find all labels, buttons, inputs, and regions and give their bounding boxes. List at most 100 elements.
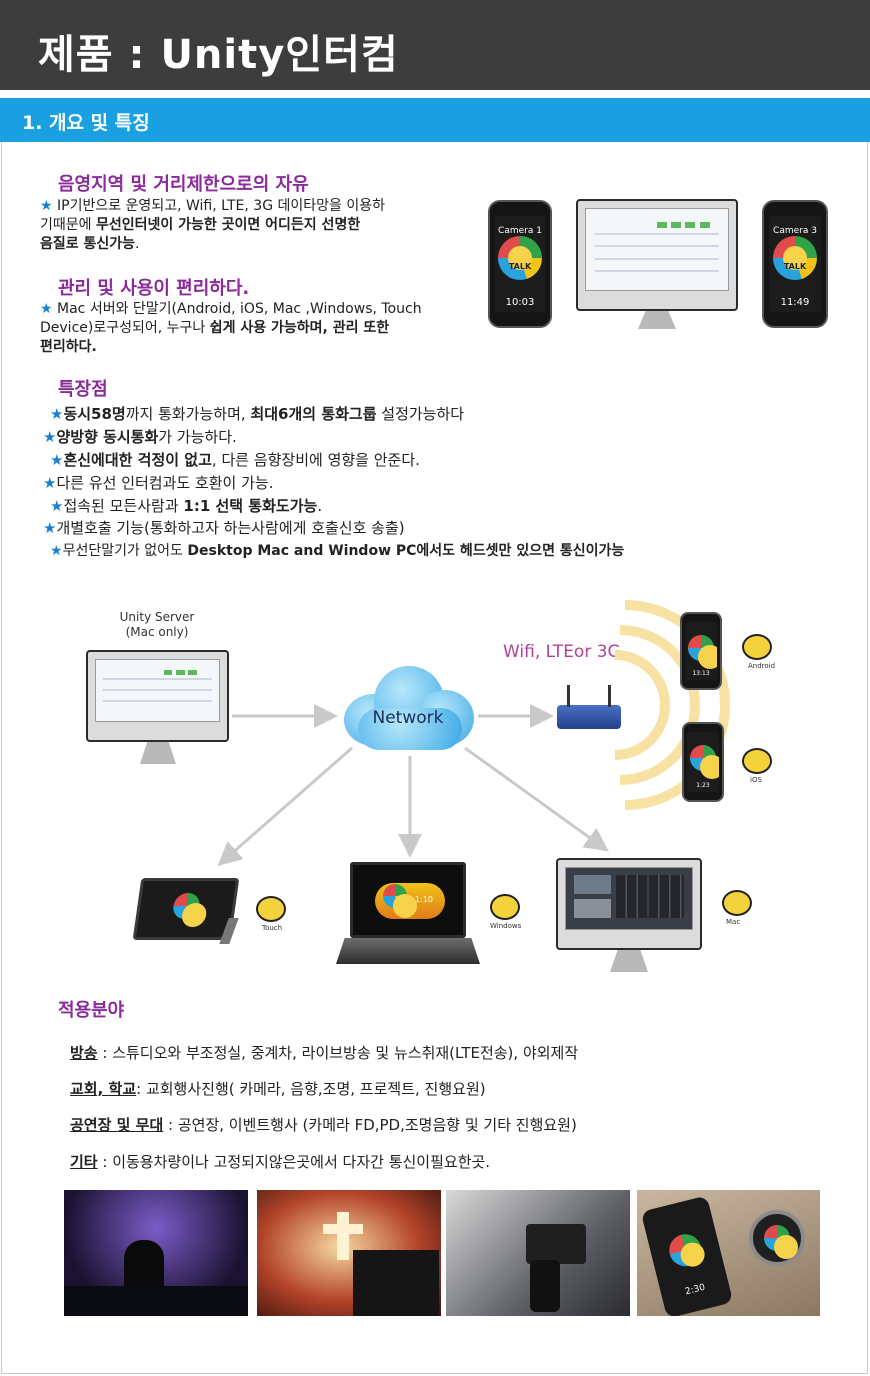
ios-phone-image: 1:23	[682, 722, 724, 802]
text-bold: 1:1 선택 통화도가능	[183, 497, 318, 515]
app-value: : 이동용차량이나 고정되지않은곳에서 다자간 통신이필요한곳.	[97, 1153, 491, 1171]
heading-coverage: 음영지역 및 거리제한으로의 자유	[58, 174, 309, 195]
text-bold: Desktop Mac and Window PC에서도 헤드셋만 있으면 통신…	[187, 543, 625, 559]
text: 기때문에	[40, 217, 96, 233]
network-cloud-icon	[338, 660, 478, 752]
page-title: 제품 : Unity인터컴	[38, 32, 399, 78]
android-phone-image: 13:13	[680, 612, 722, 690]
app-key: 기타	[70, 1153, 98, 1171]
feature-4: ★다른 유선 인터컴과도 호환이 가능.	[43, 473, 274, 493]
app-value: : 공연장, 이벤트행사 (카메라 FD,PD,조명음향 및 기타 진행요원)	[163, 1116, 577, 1134]
photo-phone-watch: 2:30	[637, 1190, 820, 1316]
text: .	[135, 236, 140, 252]
phone-time: 13:13	[692, 670, 710, 677]
app-key: 교회, 학교	[70, 1080, 137, 1098]
text-bold: 혼신에대한 걱정이 없고	[63, 451, 212, 469]
text-bold: 쉽게 사용 가능하며, 관리 또한	[209, 320, 390, 336]
photo-church-stage	[257, 1190, 441, 1316]
laptop-time: 1:10	[415, 895, 433, 904]
text: .	[317, 497, 323, 515]
text: Device)로구성되어, 누구나	[40, 320, 210, 336]
mac-imac-image	[556, 858, 702, 950]
star-icon: ★	[43, 474, 57, 492]
dial-icon	[773, 236, 817, 281]
phone-time: 1:23	[696, 782, 710, 789]
section-title: 1. 개요 및 특징	[22, 112, 150, 134]
monitor-stand	[610, 950, 648, 972]
text-bold: 동시58명	[63, 405, 126, 423]
page-title-bar: 제품 : Unity인터컴	[0, 0, 870, 90]
application-church-school: 교회, 학교: 교회행사진행( 카메라, 음향,조명, 프로젝트, 진행요원)	[70, 1079, 486, 1099]
server-label-line2: (Mac only)	[125, 625, 189, 639]
text: 개별호출 기능(통화하고자 하는사람에게 호출신호 송출)	[56, 519, 405, 537]
star-icon: ★	[50, 405, 64, 423]
star-icon: ★	[50, 451, 64, 469]
server-label-line1: Unity Server	[119, 610, 195, 624]
server-label: Unity Server (Mac only)	[100, 610, 214, 640]
heading-applications: 적용분야	[58, 1000, 125, 1021]
star-icon: ★	[40, 198, 53, 214]
text-bold: 최대6개의 통화그룹	[250, 405, 377, 423]
mac-label: Mac	[726, 918, 741, 926]
application-venue: 공연장 및 무대 : 공연장, 이벤트행사 (카메라 FD,PD,조명음향 및 …	[70, 1115, 577, 1135]
network-label: Network	[372, 708, 444, 728]
monitor-stand	[140, 742, 176, 764]
talk-label: TALK	[783, 262, 807, 271]
watch-image	[749, 1210, 805, 1266]
ios-label: iOS	[750, 776, 762, 784]
star-icon: ★	[40, 301, 53, 317]
text: 무선단말기가 없어도	[62, 543, 188, 559]
text-bold: 양방향 동시통화	[56, 428, 159, 446]
section-title-bar: 1. 개요 및 특징	[0, 98, 870, 142]
arrow-network-mac	[464, 746, 609, 852]
android-headset-icon: Android	[738, 628, 776, 670]
phone-time: 11:49	[780, 297, 810, 308]
dial-icon	[498, 236, 542, 281]
imac-image	[576, 199, 738, 311]
star-icon: ★	[43, 428, 57, 446]
text-bold: 음질로 통신가능	[40, 236, 136, 252]
laptop-base	[336, 938, 480, 964]
monitor-screen	[585, 208, 729, 291]
phone-time: 10:03	[505, 297, 535, 308]
touch-label: Touch	[262, 924, 283, 932]
ios-headset-icon: iOS	[738, 742, 776, 784]
heading-features: 특장점	[58, 379, 108, 400]
text: 설정가능하다	[376, 405, 465, 423]
phone-image-camera3: Camera 3 TALK 11:49	[762, 200, 828, 328]
application-other: 기타 : 이동용차량이나 고정되지않은곳에서 다자간 통신이필요한곳.	[70, 1152, 490, 1172]
feature-5: ★접속된 모든사람과 1:1 선택 통화도가능.	[50, 496, 322, 516]
para-management: ★ Mac 서버와 단말기(Android, iOS, Mac ,Windows…	[40, 300, 480, 357]
text: , 다른 음향장비에 영향을 안준다.	[211, 451, 420, 469]
feature-2: ★양방향 동시통화가 가능하다.	[43, 427, 237, 447]
app-value: : 교회행사진행( 카메라, 음향,조명, 프로젝트, 진행요원)	[136, 1080, 486, 1098]
server-imac-image	[86, 650, 229, 742]
android-label: Android	[748, 662, 776, 670]
photo-concert	[64, 1190, 248, 1316]
text: 접속된 모든사람과	[63, 497, 184, 515]
text-bold: 무선인터넷이 가능한 곳이면 어디든지 선명한	[95, 217, 361, 233]
windows-headset-icon: Windows	[486, 888, 524, 930]
windows-laptop-image: 1:10	[350, 862, 466, 938]
windows-label: Windows	[490, 922, 522, 930]
text: IP기반으로 운영되고, Wifi, LTE, 3G 데이타망을 이용하	[52, 198, 385, 214]
phone-image: 2:30	[640, 1195, 734, 1316]
touch-headset-icon: Touch	[252, 890, 290, 932]
monitor-screen	[95, 659, 220, 722]
app-key: 공연장 및 무대	[70, 1116, 164, 1134]
text: 다른 유선 인터컴과도 호환이 가능.	[56, 474, 274, 492]
phone-label: Camera 1	[498, 226, 542, 236]
feature-6: ★개별호출 기능(통화하고자 하는사람에게 호출신호 송출)	[43, 518, 405, 538]
wireless-label: Wifi, LTEor 3G	[503, 642, 621, 662]
feature-3: ★혼신에대한 걱정이 없고, 다른 음향장비에 영향을 안준다.	[50, 450, 420, 470]
star-icon: ★	[50, 543, 63, 559]
connection-arrows	[217, 704, 609, 866]
phone-image-camera1: Camera 1 TALK 10:03	[488, 200, 552, 328]
text: 가 가능하다.	[158, 428, 237, 446]
star-icon: ★	[43, 519, 57, 537]
feature-1: ★동시58명까지 통화가능하며, 최대6개의 통화그룹 설정가능하다	[50, 404, 464, 424]
arrow-network-tablet	[217, 746, 353, 866]
app-key: 방송	[70, 1044, 98, 1062]
text: Mac 서버와 단말기(Android, iOS, Mac ,Windows, …	[52, 301, 422, 317]
feature-7: ★무선단말기가 없어도 Desktop Mac and Window PC에서도…	[50, 541, 624, 561]
